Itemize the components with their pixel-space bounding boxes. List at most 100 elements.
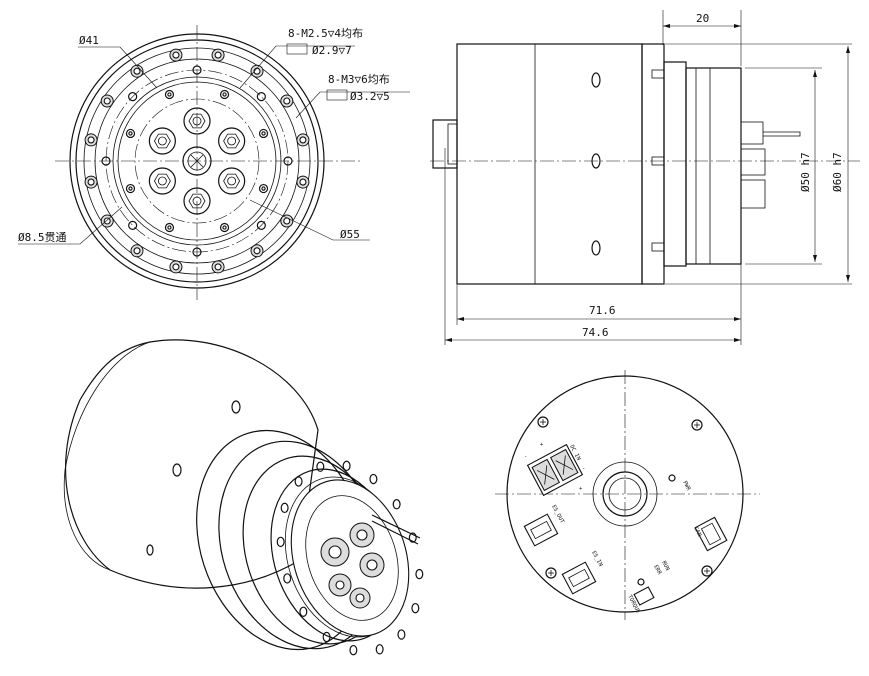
bolt-hole-bore [253,67,261,75]
front-view: Ø41 8-M2.5▽4均布 Ø2.9▽7 8-M3▽6均布 Ø3.2▽5 Ø8… [18,25,410,300]
bolt-hole-bore [222,92,227,97]
bolt-hole-bore [172,51,180,59]
bolt-hole [125,183,136,194]
bolt-hole-bore [214,263,222,271]
bolt-hole [256,92,266,102]
hex-port-bore [192,196,202,206]
bolt-hole-bore [133,67,141,75]
label-es-in: ES_IN [590,550,603,567]
bolt-hole [125,128,136,139]
label-d60-h7: Ø60 h7 [831,152,844,192]
label-err: ERR [652,564,662,576]
label-dim-716: 71.6 [589,304,616,317]
label-dim-746: 74.6 [582,326,609,339]
bolt-hole [192,247,202,257]
hex-port [153,133,171,149]
bolt-hole [218,167,246,195]
label-d41: Ø41 [79,34,99,47]
side-view: 20 Ø50 h7 Ø60 h7 71.6 74.6 [430,10,860,345]
torque-connector [633,586,655,606]
label-run: RUN [660,560,670,572]
bolt-hole [183,187,211,215]
bolt-hole [148,167,176,195]
bolt-hole [258,128,269,139]
bolt-hole [219,89,230,100]
bolt-hole [283,156,293,166]
bolt-hole-bore [299,178,307,186]
bolt-hole-bore [87,178,95,186]
led-pwr-icon [668,474,676,482]
flange-hole [392,499,401,510]
flange-hole [408,532,417,543]
bolt-hole [164,89,175,100]
bolt-hole [258,183,269,194]
flange-hole [294,476,303,487]
bolt-hole-bore [261,186,266,191]
label-es-out: ES_OUT [550,504,565,525]
hex-port-bore [227,136,237,146]
bolt-hole [128,92,138,102]
led-err-icon [637,578,645,586]
bolt-hole [164,222,175,233]
can-connector [694,516,728,552]
bolt-hole-bore [128,131,133,136]
label-pwr: PWR [681,480,691,492]
hex-port [188,193,206,209]
bolt-hole-bore [103,217,111,225]
flange-hole [299,606,308,617]
bolt-hole [101,156,111,166]
flange-hole [411,602,420,614]
label-m25-holes: 8-M2.5▽4均布 [288,27,363,40]
bolt-hole-bore [87,136,95,144]
bolt-hole-bore [283,97,291,105]
label-m25-counterbore: Ø2.9▽7 [312,44,352,57]
flange-hole [415,568,424,580]
front-bolt-holes [84,48,310,274]
bolt-hole-bore [253,247,261,255]
isometric-flange-holes [276,460,424,656]
bolt-hole [218,127,246,155]
bolt-hole-bore [222,225,227,230]
dc-in-connector [526,443,584,497]
label-dim-20: 20 [696,12,709,25]
bolt-hole-bore [103,97,111,105]
hex-port-bore [227,176,237,186]
label-minus-1: - [524,454,527,460]
flange-hole [283,573,292,584]
bolt-hole-bore [133,247,141,255]
flange-hole [280,502,289,514]
bolt-hole-bore [167,225,172,230]
es-in-connector [561,561,597,595]
hex-port [188,113,206,129]
label-plus-1: + [540,442,544,448]
bolt-hole-bore [299,136,307,144]
label-m3-holes: 8-M3▽6均布 [328,73,390,86]
isometric-view [63,339,424,656]
hex-port-bore [192,116,202,126]
label-minus-2: - [582,466,585,472]
flange-hole [397,629,406,640]
hex-port [153,173,171,189]
label-d50-h7: Ø50 h7 [799,152,812,192]
es-out-connector [523,513,559,547]
flange-hole [276,536,285,548]
label-d55: Ø55 [340,228,360,241]
hex-port [223,173,241,189]
bolt-hole [192,65,202,75]
back-screws [537,416,713,579]
flange-hole [316,461,325,472]
flange-hole [375,644,384,655]
bolt-hole-bore [172,263,180,271]
bolt-hole [256,220,266,230]
bolt-hole-bore [214,51,222,59]
label-m3-counterbore: Ø3.2▽5 [350,90,390,103]
hex-port-bore [157,176,167,186]
back-view: DC IN + - + - ES_OUT ES_IN ERR RUN PWR C… [495,370,760,620]
bolt-hole-bore [261,131,266,136]
hex-port-bore [157,136,167,146]
bolt-hole-bore [128,186,133,191]
bolt-hole [219,222,230,233]
flange-hole [369,473,378,485]
label-plus-2: + [579,486,583,492]
